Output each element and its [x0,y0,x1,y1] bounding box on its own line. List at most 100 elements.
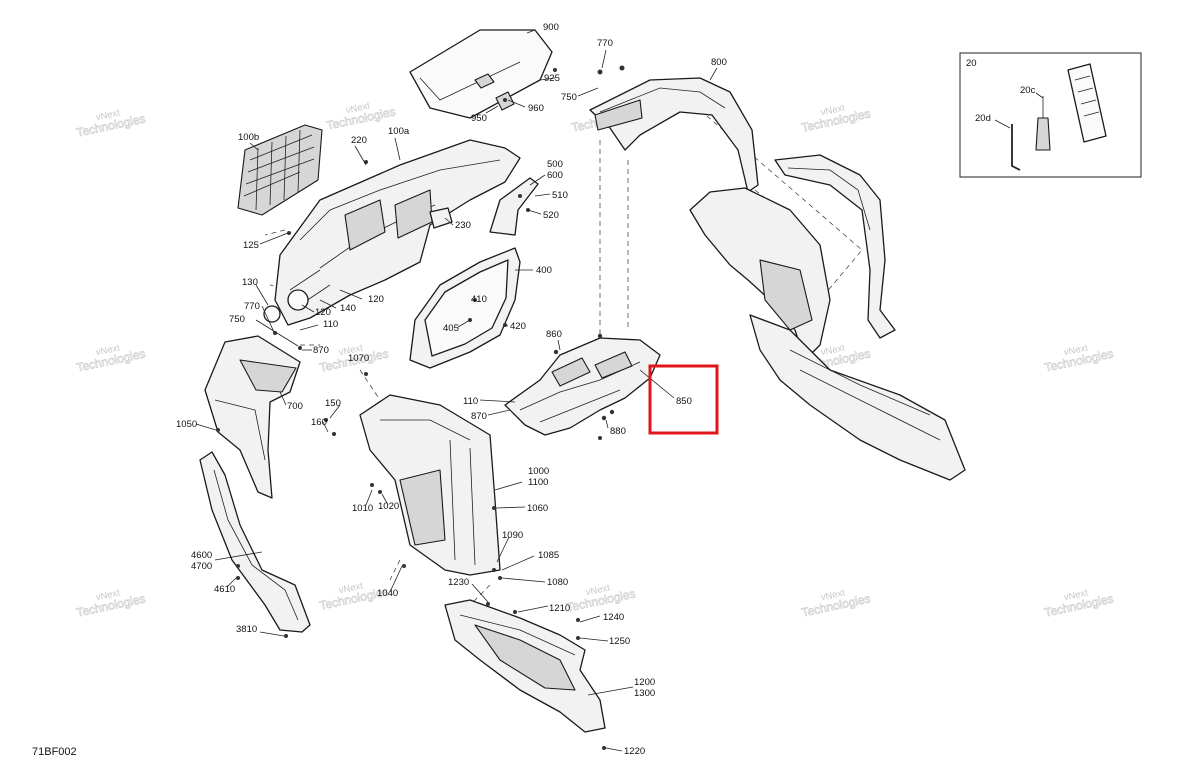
svg-text:vNext: vNext [338,580,364,596]
part-230-bracket[interactable] [429,207,453,229]
watermark: vNext Technologies [1043,587,1115,620]
callout-860[interactable]: 860 [546,329,562,340]
tool-card-icon [1067,63,1107,143]
leader-lines [195,29,718,752]
part-500-support-bracket[interactable] [489,177,539,236]
callout-510[interactable]: 510 [552,190,568,201]
callout-130[interactable]: 130 [242,277,258,288]
callout-230[interactable]: 230 [455,220,471,231]
callout-120-b[interactable]: 120 [315,307,331,318]
callout-3810[interactable]: 3810 [236,624,257,635]
svg-text:vNext: vNext [95,342,121,358]
callout-160[interactable]: 160 [311,417,327,428]
callout-520[interactable]: 520 [543,210,559,221]
callout-400[interactable]: 400 [536,265,552,276]
callout-925[interactable]: 925 [544,73,560,84]
part-4600-rocker-strip[interactable] [199,451,311,633]
svg-text:vNext: vNext [1063,587,1089,603]
watermark: vNext Technologies [565,582,637,615]
part-400-frame[interactable] [409,247,521,369]
callout-120-a[interactable]: 120 [368,294,384,305]
callout-1085[interactable]: 1085 [538,550,559,561]
callout-20c[interactable]: 20c [1020,85,1036,96]
callout-140[interactable]: 140 [340,303,356,314]
callout-220[interactable]: 220 [351,135,367,146]
callout-1230[interactable]: 1230 [448,577,469,588]
part-770-fastener-top[interactable] [597,65,625,75]
callout-1200[interactable]: 1200 [634,677,655,688]
callout-750-top[interactable]: 750 [561,92,577,103]
svg-text:vNext: vNext [820,587,846,603]
inset-tools: 20 20c 20d [959,52,1142,178]
callout-4610[interactable]: 4610 [214,584,235,595]
watermark: vNext Technologies [75,107,147,140]
callout-770-top[interactable]: 770 [597,38,613,49]
callout-1240[interactable]: 1240 [603,612,624,623]
part-100b-grille[interactable] [237,124,323,216]
part-880-fasteners[interactable] [601,409,615,421]
callout-1100[interactable]: 1100 [528,477,548,488]
part-1200-lower-rocker[interactable] [444,599,606,733]
callout-4600[interactable]: 4600 [191,550,212,561]
callout-20d[interactable]: 20d [975,113,991,124]
callout-1070[interactable]: 1070 [348,353,369,364]
callout-1020[interactable]: 1020 [378,501,399,512]
callout-700[interactable]: 700 [287,401,303,412]
svg-text:vNext: vNext [820,102,846,118]
callout-1210[interactable]: 1210 [549,603,570,614]
callout-1050[interactable]: 1050 [176,419,197,430]
part-800-upper-fender[interactable] [589,77,759,193]
part-700-side-panel[interactable] [204,335,301,499]
callout-800[interactable]: 800 [711,57,727,68]
callout-100a[interactable]: 100a [388,126,410,137]
callout-770-left[interactable]: 770 [244,301,260,312]
callout-1300[interactable]: 1300 [634,688,655,699]
callout-880[interactable]: 880 [610,426,626,437]
callout-600[interactable]: 600 [547,170,563,181]
callout-870-left[interactable]: 870 [313,345,329,356]
callout-1000[interactable]: 1000 [528,466,549,477]
callout-900[interactable]: 900 [543,22,559,33]
svg-text:vNext: vNext [95,107,121,123]
callout-500[interactable]: 500 [547,159,563,170]
right-fender-assembly [689,154,966,481]
drawing-code: 71BF002 [32,746,77,758]
callout-1010[interactable]: 1010 [352,503,373,514]
callout-960[interactable]: 960 [528,103,544,114]
watermark: vNext Technologies [800,102,872,135]
part-130-gauge-cap[interactable] [263,305,281,323]
callout-850[interactable]: 850 [676,396,692,407]
callout-1040[interactable]: 1040 [377,588,398,599]
watermark: vNext Technologies [325,100,397,133]
hex-key-icon [1011,124,1021,171]
part-900-lid[interactable] [409,29,553,119]
callout-1060[interactable]: 1060 [527,503,548,514]
callout-1250[interactable]: 1250 [609,636,630,647]
part-100a-dashboard[interactable] [274,139,521,326]
callout-870-center[interactable]: 870 [471,411,487,422]
callout-110-left[interactable]: 110 [323,319,338,330]
part-860-fasteners[interactable] [553,333,603,355]
watermark: vNext Technologies [75,342,147,375]
svg-text:vNext: vNext [585,582,611,598]
callout-410[interactable]: 410 [471,294,487,305]
callout-1080[interactable]: 1080 [547,577,568,588]
callout-110-center[interactable]: 110 [463,396,478,407]
callout-100b[interactable]: 100b [238,132,259,143]
svg-text:vNext: vNext [95,587,121,603]
callout-125[interactable]: 125 [243,240,259,251]
part-1000-center-panel[interactable] [359,394,501,576]
callout-1090[interactable]: 1090 [502,530,523,541]
callout-950[interactable]: 950 [471,113,487,124]
screwdriver-icon [1035,96,1051,151]
callout-405[interactable]: 405 [443,323,459,334]
callout-420[interactable]: 420 [510,321,526,332]
part-950-latch[interactable] [495,91,515,111]
callout-1220[interactable]: 1220 [624,746,645,757]
callout-20[interactable]: 20 [966,58,977,69]
part-850-floor-tray[interactable] [504,337,661,436]
callout-150[interactable]: 150 [325,398,341,409]
callout-750-left[interactable]: 750 [229,314,245,325]
callout-4700[interactable]: 4700 [191,561,212,572]
